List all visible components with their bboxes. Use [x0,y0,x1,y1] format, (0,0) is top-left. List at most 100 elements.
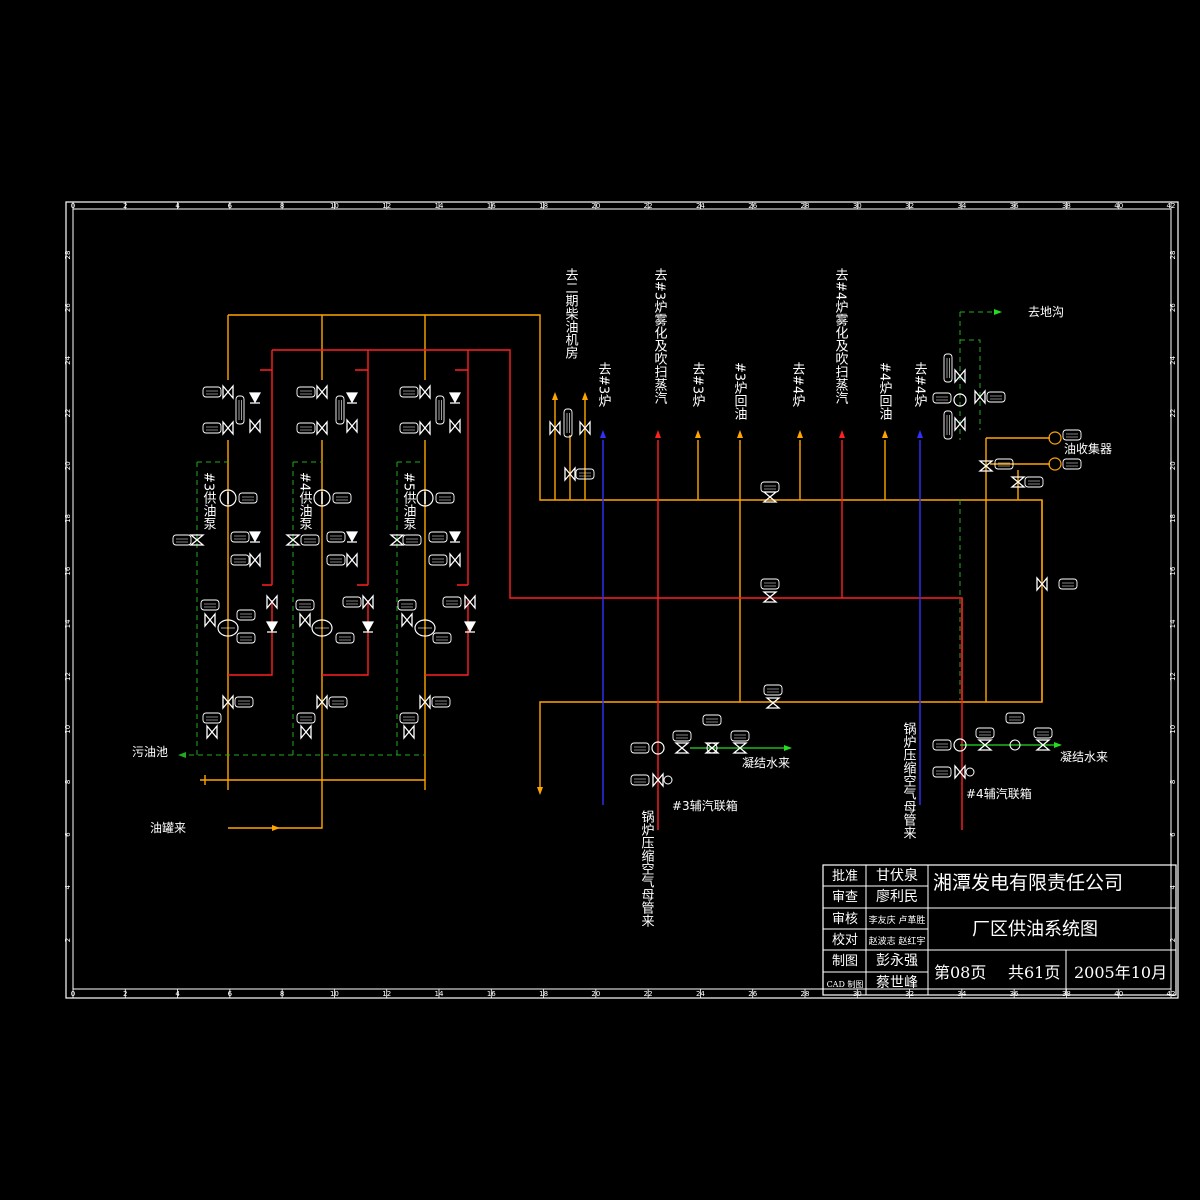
label-dest-b3: 去#3炉 [596,362,612,408]
ruler-tick-label: 28 [1169,251,1177,260]
ruler-tick-label: 26 [1169,303,1177,312]
pipe-labels: 去二期柴油机房 去#3炉 去#3炉雾化及吹扫蒸汽 去#3炉 #3炉回油 去#4炉… [132,268,1112,927]
ruler-tick-label: 34 [957,202,966,210]
ruler-tick-label: 10 [64,725,72,734]
ruler-tick-label: 42 [1167,202,1176,210]
ruler-tick-label: 8 [64,780,72,784]
approver-name: 廖利民 [876,888,918,905]
company-name: 湘潭发电有限责任公司 [933,872,1123,894]
page-number: 第08页 [934,963,986,982]
label-air-b4: 锅炉压缩空气母管来 [901,721,917,839]
ruler-tick-label: 26 [64,303,72,312]
ruler-tick-label: 18 [1169,514,1177,523]
title-block: 湘潭发电有限责任公司 厂区供油系统图 第08页 共61页 2005年10月 [822,864,1177,996]
steam-station-4 [932,712,1053,779]
ruler-tick-label: 28 [801,990,810,998]
ruler-tick-label: 2 [123,990,127,998]
ruler-tick-label: 14 [435,202,444,210]
approver-name: 蔡世峰 [876,975,918,991]
label-aux-3: #3辅汽联箱 [672,798,738,813]
ruler-tick-label: 24 [696,202,705,210]
ruler-tick-label: 14 [1169,619,1177,628]
header-valves [549,353,1082,709]
label-from-tank: 油罐来 [150,821,186,835]
ruler-tick-label: 18 [539,202,548,210]
label-b4-return: #4炉回油 [877,362,893,421]
ruler-tick-label: 10 [1169,725,1177,734]
page-total: 共61页 [1008,963,1060,982]
ruler-tick-label: 20 [64,461,72,470]
flow-arrows [178,309,1062,831]
ruler-tick-label: 28 [64,251,72,260]
drawing-date: 2005年10月 [1074,963,1167,982]
label-sewage-tank: 污油池 [132,745,168,759]
ruler-tick-label: 2 [64,938,72,942]
ruler-tick-label: 24 [1169,355,1177,364]
label-dest-b4-b: 去#4炉 [912,362,928,408]
approval-role: 批准 [832,869,858,884]
ruler-tick-label: 20 [591,202,600,210]
label-condensate-b: 凝结水来 [1060,749,1108,764]
ruler-tick-label: 0 [71,202,75,210]
ruler-tick-label: 32 [905,990,914,998]
label-dest-b3-b: 去#3炉 [690,362,706,408]
ruler-tick-label: 6 [228,990,233,998]
ruler-tick-label: 22 [64,409,72,418]
ruler-tick-label: 6 [1169,832,1177,837]
ruler-tick-label: 4 [175,202,180,210]
ruler-tick-label: 32 [905,202,914,210]
approval-role: 制图 [832,954,858,969]
ruler-tick-label: 36 [1010,990,1019,998]
ruler-tick-label: 42 [1167,990,1176,998]
ruler-tick-label: 16 [487,990,496,998]
steam-station-3 [630,714,750,787]
return-oil-pipes [228,349,963,830]
approval-role: CAD 制图 [827,979,864,989]
title-block-rows: 批准甘伏泉审查廖利民审核李友庆 卢革胜校对赵波志 赵红宇制图彭永强CAD 制图蔡… [827,867,926,991]
label-dest-b4: 去#4炉 [790,362,806,408]
label-pump-5: #5供油泵 [401,472,417,531]
ruler-tick-label: 2 [1169,938,1177,942]
ruler-tick-label: 18 [539,990,548,998]
ruler-tick-label: 40 [1114,202,1123,210]
ruler-tick-label: 18 [64,514,72,523]
ruler-tick-label: 8 [280,990,284,998]
ruler-tick-label: 20 [1169,461,1177,470]
pump-train-4 [286,385,374,739]
ruler-tick-label: 16 [487,202,496,210]
ruler-tick-label: 28 [801,202,810,210]
approval-role: 审核 [832,912,858,927]
pump-train-3 [172,385,278,739]
ruler-tick-label: 0 [71,990,75,998]
label-pump-3: #3供油泵 [201,472,217,531]
ruler-tick-label: 2 [123,202,127,210]
ruler-tick-label: 40 [1114,990,1123,998]
ruler-tick-label: 36 [1010,202,1019,210]
pump-train-5 [390,385,476,739]
ruler-ticks [72,202,1172,998]
ruler-tick-label: 30 [853,990,862,998]
ruler-tick-label: 22 [644,202,653,210]
label-aux-4: #4辅汽联箱 [966,786,1032,801]
ruler-tick-label: 24 [696,990,705,998]
ruler-tick-label: 4 [64,885,72,890]
ruler-tick-label: 30 [853,202,862,210]
drawing-title: 厂区供油系统图 [972,919,1098,940]
drawing-frame [65,201,1179,999]
steam-lines [690,744,1060,749]
ruler-tick-label: 26 [748,202,757,210]
label-dest-b3-atomize: 去#3炉雾化及吹扫蒸汽 [652,268,668,405]
approver-name: 甘伏泉 [876,867,918,884]
label-dest-b4-atomize: 去#4炉雾化及吹扫蒸汽 [833,268,849,405]
ruler-tick-label: 16 [1169,566,1177,575]
ruler-tick-label: 10 [330,202,339,210]
ruler-tick-label: 8 [280,202,284,210]
ruler-tick-label: 22 [1169,409,1177,418]
ruler-tick-label: 22 [644,990,653,998]
approver-name: 赵波志 赵红宇 [869,935,926,947]
label-air-b3: 锅炉压缩空气母管来 [639,809,655,927]
ruler-tick-label: 4 [175,990,180,998]
